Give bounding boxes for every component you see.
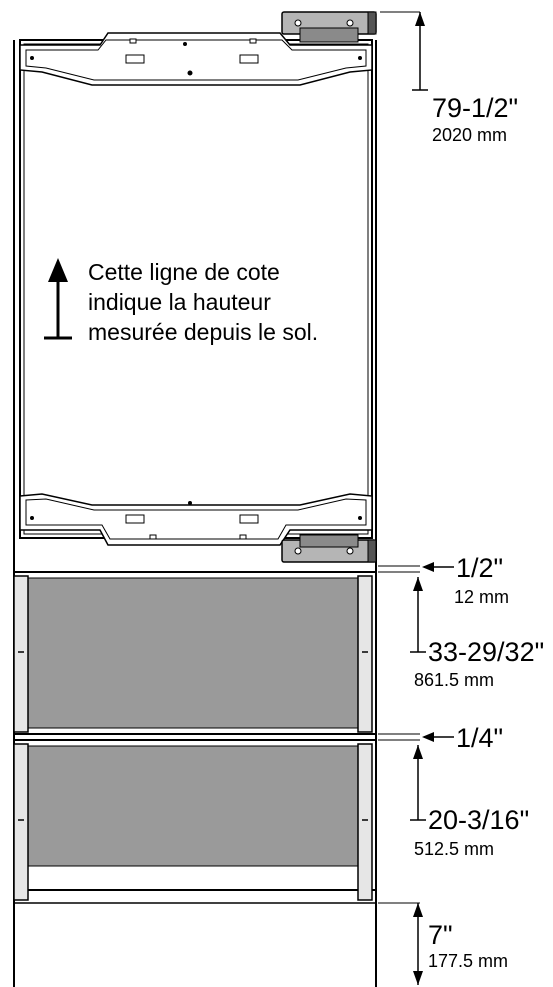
upper-drawer-panel	[13, 571, 377, 735]
height-note: Cette ligne de cote indique la hauteur m…	[88, 259, 318, 345]
bottom-hinge	[281, 534, 377, 563]
top-height-metric: 2020 mm	[432, 125, 507, 145]
lower-drawer-metric: 512.5 mm	[414, 839, 494, 859]
upper-drawer-imperial: 33-29/32"	[428, 637, 544, 667]
upper-drawer-metric: 861.5 mm	[414, 670, 494, 690]
dimension-floor-height: 7" 177.5 mm	[378, 902, 508, 985]
top-hinge	[281, 11, 377, 43]
dimension-upper-drawer: 33-29/32" 861.5 mm	[410, 577, 544, 690]
note-line-3: mesurée depuis le sol.	[88, 319, 318, 345]
top-mounting-bracket	[19, 32, 373, 86]
note-line-2: indique la hauteur	[88, 289, 271, 315]
gap-lower-imperial: 1/4"	[456, 723, 503, 753]
floor-height-metric: 177.5 mm	[428, 951, 508, 971]
lower-drawer-panel	[13, 739, 377, 901]
floor-height-imperial: 7"	[428, 920, 453, 950]
note-line-1: Cette ligne de cote	[88, 259, 280, 285]
dimension-top-height: 79-1/2" 2020 mm	[380, 11, 518, 145]
dimension-gap-lower: 1/4"	[378, 723, 503, 753]
dimension-gap-upper: 1/2" 12 mm	[378, 553, 509, 607]
top-height-imperial: 79-1/2"	[432, 93, 518, 123]
height-reference-symbol	[44, 258, 72, 340]
gap-upper-imperial: 1/2"	[456, 553, 503, 583]
lower-drawer-imperial: 20-3/16"	[428, 805, 529, 835]
upper-door-panel	[19, 39, 373, 539]
bottom-mounting-bracket	[19, 493, 373, 546]
dimension-lower-drawer: 20-3/16" 512.5 mm	[410, 745, 529, 859]
gap-upper-metric: 12 mm	[454, 587, 509, 607]
